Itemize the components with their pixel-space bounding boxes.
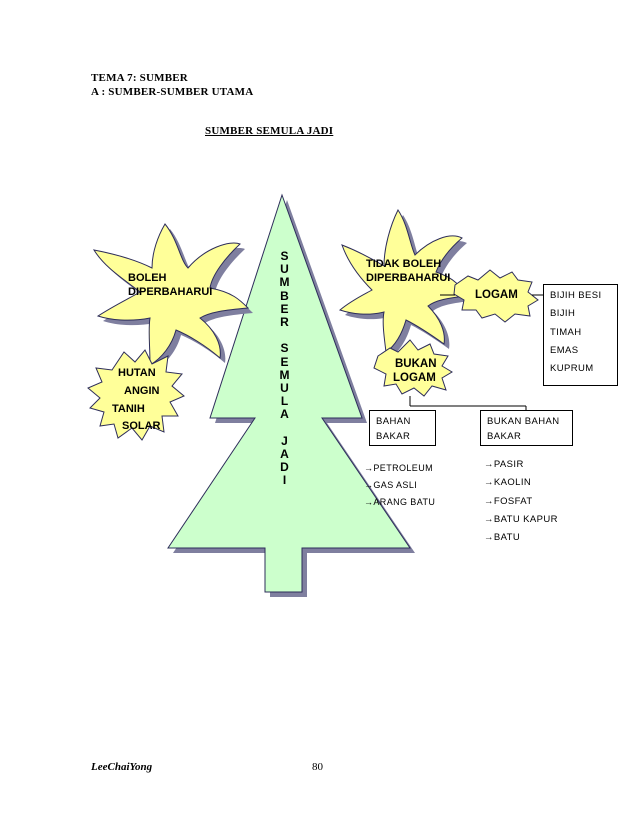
logam-item: BIJIH BESI — [550, 290, 602, 301]
star-boleh-diperbaharui — [92, 223, 253, 370]
renewable-item: TANIH — [112, 403, 145, 415]
bukan-logam-burst — [373, 339, 453, 397]
tree-letter: I — [282, 473, 288, 488]
tree-letter: A — [280, 407, 290, 422]
bahan-bakar-label: BAHAN — [376, 416, 411, 427]
tree-letter: S — [280, 341, 290, 356]
bahan-bakar-label: BAKAR — [376, 431, 411, 442]
tree-letter: U — [280, 380, 290, 395]
logam-item: TIMAH — [550, 327, 582, 338]
tree-letter: D — [280, 460, 290, 474]
tree-letter: M — [279, 275, 291, 290]
boleh-label-line1: BOLEH — [128, 272, 167, 284]
header-topic: TEMA 7: SUMBER — [91, 72, 188, 84]
star-tidak-boleh-diperbaharui — [338, 209, 471, 357]
tree-letter: J — [281, 433, 289, 448]
bahan-bakar-item: →ARANG BATU — [364, 497, 436, 507]
tree-letter: L — [280, 394, 290, 409]
bukan-bahan-bakar-box: BUKAN BAHAN BAKAR — [480, 410, 573, 446]
logam-items-box — [543, 284, 618, 386]
bahan-bakar-item: →PETROLEUM — [364, 463, 434, 473]
tree-letter: B — [280, 288, 290, 303]
tidak-boleh-label-line1: TIDAK BOLEH — [366, 258, 442, 270]
bukan-bahan-bakar-label: BUKAN BAHAN — [487, 416, 560, 427]
bukan-logam-label-line1: BUKAN — [395, 358, 437, 370]
header-section: A : SUMBER-SUMBER UTAMA — [91, 86, 254, 98]
bukan-bahan-bakar-label: BAKAR — [487, 431, 522, 442]
bukan-bahan-bakar-item: →FOSFAT — [484, 496, 533, 507]
page-subtitle: SUMBER SEMULA JADI — [205, 125, 334, 137]
page-number: 80 — [312, 761, 323, 773]
renewable-item: SOLAR — [122, 420, 161, 432]
logam-burst — [453, 269, 539, 323]
bukan-logam-label-line2: LOGAM — [393, 372, 436, 384]
bukan-bahan-bakar-item: →PASIR — [484, 459, 524, 470]
renewable-item: HUTAN — [118, 367, 156, 379]
tree-letter: U — [280, 262, 290, 277]
tree-letter: M — [279, 367, 291, 382]
tree-letter: S — [280, 249, 290, 263]
tree-letter: A — [280, 446, 290, 461]
renewable-items-burst — [87, 349, 185, 441]
renewable-item: ANGIN — [124, 385, 160, 397]
bukan-bahan-bakar-item: →BATU KAPUR — [484, 514, 558, 525]
bahan-bakar-box: BAHAN BAKAR — [369, 410, 436, 446]
boleh-label-line2: DIPERBAHARUI — [128, 286, 213, 298]
bukan-bahan-bakar-item: →KAOLIN — [484, 477, 532, 488]
bukan-bahan-bakar-item: →BATU — [484, 532, 521, 543]
tree-vertical-title: S U M B E R S E M U L A J A D I — [278, 249, 292, 488]
logam-item: KUPRUM — [550, 363, 594, 374]
tree-letter: R — [280, 314, 290, 329]
tree-letter: E — [280, 301, 290, 316]
logam-item: BIJIH — [550, 308, 576, 319]
footer-author: LeeChaiYong — [91, 761, 153, 773]
bahan-bakar-item: →GAS ASLI — [364, 480, 418, 490]
tree-letter: E — [280, 354, 290, 369]
tidak-boleh-label-line2: DIPERBAHARUI — [366, 272, 451, 284]
logam-label: LOGAM — [475, 289, 518, 301]
logam-item: EMAS — [550, 345, 579, 356]
